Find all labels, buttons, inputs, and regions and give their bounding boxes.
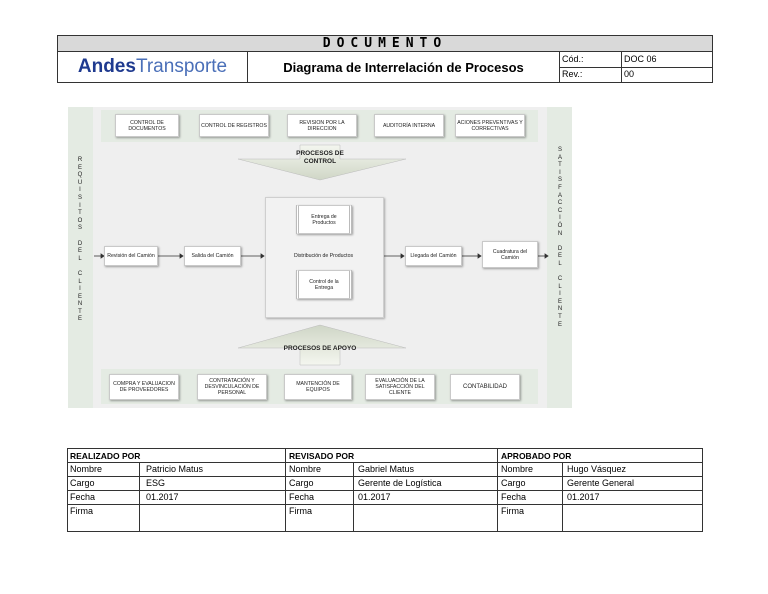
aprobado-header: APROBADO POR bbox=[501, 451, 572, 461]
support-box-equipment: MANTENCIÓN DE EQUIPOS bbox=[284, 374, 352, 400]
aprobado-nombre: Hugo Vásquez bbox=[567, 464, 627, 474]
col-divider bbox=[562, 462, 563, 531]
realizado-nombre-label: Nombre bbox=[70, 464, 103, 474]
realizado-cargo: ESG bbox=[146, 478, 166, 488]
support-box-accounting: CONTABILIDAD bbox=[450, 374, 520, 400]
rev-label: Rev.: bbox=[562, 69, 583, 79]
control-box-documents: CONTROL DE DOCUMENTOS bbox=[115, 114, 179, 137]
approvals-table: REALIZADO POR Nombre Patricio Matus Carg… bbox=[67, 448, 703, 532]
row-divider bbox=[68, 462, 702, 463]
flow-box-truck-reconciliation: Cuadratura del Camión bbox=[482, 241, 538, 268]
revisado-header: REVISADO POR bbox=[289, 451, 355, 461]
left-lane bbox=[68, 107, 93, 408]
col-divider bbox=[353, 462, 354, 531]
col-divider bbox=[285, 449, 286, 531]
revisado-cargo: Gerente de Logística bbox=[358, 478, 442, 488]
support-box-satisfaction: EVALUACIÓN DE LA SATISFACCIÓN DEL CLIENT… bbox=[365, 374, 435, 400]
aprobado-fecha: 01.2017 bbox=[567, 492, 600, 502]
support-box-hiring: CONTRATACIÓN Y DESVINCULACIÓN DE PERSONA… bbox=[197, 374, 267, 400]
flow-box-truck-departure: Salida del Camión bbox=[184, 246, 241, 266]
cod-label: Cód.: bbox=[562, 54, 584, 64]
revisado-firma-label: Firma bbox=[289, 506, 312, 516]
revisado-fecha: 01.2017 bbox=[358, 492, 391, 502]
revisado-nombre: Gabriel Matus bbox=[358, 464, 415, 474]
diagram-graphics bbox=[94, 144, 549, 366]
col-divider bbox=[497, 449, 498, 531]
rev-value: 00 bbox=[624, 69, 635, 79]
realizado-firma-label: Firma bbox=[70, 506, 93, 516]
logo-light-text: Transporte bbox=[135, 56, 228, 77]
client-requirements-label: R E Q U I S I T O S D E L C L I E N T E bbox=[77, 157, 83, 323]
support-arrow bbox=[237, 324, 407, 366]
control-box-audit: AUDITORÍA INTERNA bbox=[374, 114, 444, 137]
logo-bold-text: Andes bbox=[77, 56, 136, 77]
flow-box-truck-arrival: Llegada del Camión bbox=[405, 246, 462, 266]
support-arrow-label: PROCESOS DE APOYO bbox=[283, 345, 357, 352]
realizado-nombre: Patricio Matus bbox=[146, 464, 204, 474]
control-box-review: REVISION POR LA DIRECCION bbox=[287, 114, 357, 137]
control-arrow bbox=[237, 144, 407, 181]
aprobado-fecha-label: Fecha bbox=[501, 492, 527, 502]
aprobado-nombre-label: Nombre bbox=[501, 464, 534, 474]
col-divider bbox=[139, 462, 140, 531]
control-arrow-label: PROCESOS DE CONTROL bbox=[296, 150, 344, 165]
realizado-fecha-label: Fecha bbox=[70, 492, 96, 502]
flow-box-distribution: Distribución de Productos bbox=[293, 253, 354, 259]
support-box-purchasing: COMPRA Y EVALUACION DE PROVEEDORES bbox=[109, 374, 179, 400]
aprobado-cargo: Gerente General bbox=[567, 478, 635, 488]
row-divider bbox=[68, 490, 702, 491]
control-box-records: CONTROL DE REGISTROS bbox=[199, 114, 269, 137]
row-divider bbox=[68, 504, 702, 505]
aprobado-cargo-label: Cargo bbox=[501, 478, 526, 488]
realizado-fecha: 01.2017 bbox=[146, 492, 179, 502]
document-heading: DOCUMENTO bbox=[58, 36, 712, 52]
process-diagram: R E Q U I S I T O S D E L C L I E N T E … bbox=[68, 107, 572, 408]
revisado-fecha-label: Fecha bbox=[289, 492, 315, 502]
flow-box-truck-review: Revisión del Camión bbox=[104, 246, 158, 266]
right-lane bbox=[547, 107, 572, 408]
row-divider bbox=[68, 476, 702, 477]
sub-box-delivery-control: Control de la Entrega bbox=[296, 270, 352, 299]
document-title: Diagrama de Interrelación de Procesos bbox=[283, 59, 524, 75]
revisado-cargo-label: Cargo bbox=[289, 478, 314, 488]
realizado-header: REALIZADO POR bbox=[70, 451, 141, 461]
sub-box-delivery: Entrega de Productos bbox=[296, 205, 352, 234]
divider bbox=[559, 67, 712, 68]
realizado-cargo-label: Cargo bbox=[70, 478, 95, 488]
cod-value: DOC 06 bbox=[624, 54, 657, 64]
client-satisfaction-label: S A T I S F A C C I Ó N D E L C L I E N … bbox=[557, 147, 563, 328]
revisado-nombre-label: Nombre bbox=[289, 464, 322, 474]
control-box-actions: ACIONES PREVENTIVAS Y CORRECTIVAS bbox=[455, 114, 525, 137]
aprobado-firma-label: Firma bbox=[501, 506, 524, 516]
